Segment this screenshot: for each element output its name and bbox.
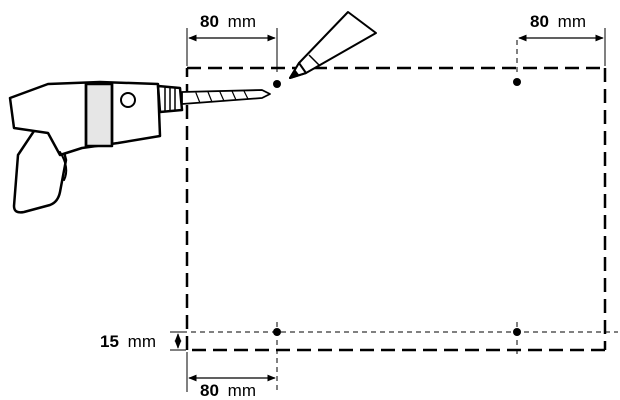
hole-bottom-left	[273, 328, 281, 336]
dim-label-top-left: 80 mm	[200, 12, 256, 31]
pencil-icon	[289, 11, 377, 79]
extension-lines	[170, 28, 606, 392]
dim-unit-top-right: mm	[558, 12, 586, 31]
dim-value-left-offset: 15	[100, 332, 119, 351]
hole-top-left	[273, 80, 281, 88]
drill-holes	[273, 78, 521, 336]
dim-value-bottom: 80	[200, 381, 219, 400]
hole-bottom-right	[513, 328, 521, 336]
dim-unit-top-left: mm	[228, 12, 256, 31]
dim-value-top-left: 80	[200, 12, 219, 31]
dim-unit-left-offset: mm	[128, 332, 156, 351]
dim-label-top-right: 80 mm	[530, 12, 586, 31]
device-outline	[185, 66, 607, 352]
hole-top-right	[513, 78, 521, 86]
dim-label-bottom: 80 mm	[200, 381, 256, 400]
dim-unit-bottom: mm	[228, 381, 256, 400]
drill-icon	[8, 80, 271, 214]
dim-value-top-right: 80	[530, 12, 549, 31]
dimension-arrows	[174, 34, 604, 382]
dim-label-left-offset: 15 mm	[100, 332, 156, 351]
